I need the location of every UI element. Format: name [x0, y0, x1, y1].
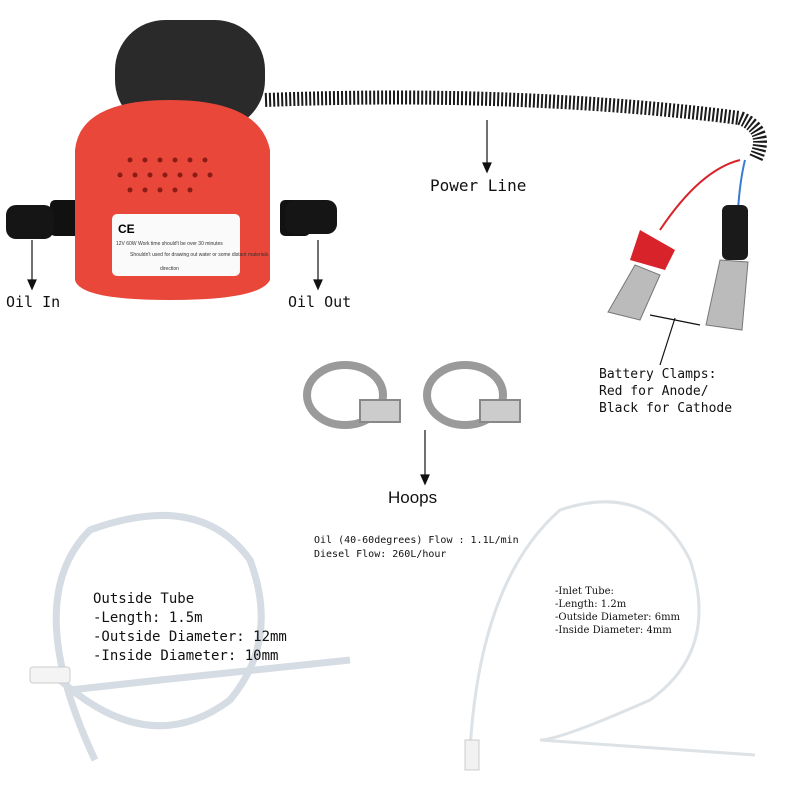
spec-line: Outside Tube — [93, 591, 195, 607]
spec-line: -Outside Diameter: 12mm — [93, 629, 287, 645]
outside-tube — [52, 511, 351, 762]
inlet-tube — [468, 500, 756, 757]
flow-spec: Oil (40-60degrees) Flow : 1.1L/min Diese… — [314, 534, 519, 562]
annotation-arrows — [27, 120, 701, 486]
outside-tube-spec: Outside Tube -Length: 1.5m -Outside Diam… — [93, 590, 287, 666]
power-cord — [264, 90, 767, 164]
diesel-flow: Diesel Flow: 260L/hour — [314, 549, 447, 560]
ce-mark: CE — [118, 222, 135, 236]
oil-in-label: Oil In — [6, 293, 61, 311]
spec-line: -Outside Diameter: 6mm — [555, 612, 681, 623]
red-battery-clamp — [607, 230, 675, 321]
spec-line: -Inside Diameter: 4mm — [555, 625, 672, 636]
battery-clamps-line: Black for Cathode — [599, 401, 733, 416]
tube-nozzle — [29, 666, 71, 684]
spec-line: -Inside Diameter: 10mm — [93, 648, 279, 664]
hose-clamps — [303, 361, 521, 429]
pump-direction: direction — [160, 266, 179, 272]
oil-out-label: Oil Out — [288, 293, 352, 311]
spec-line: -Inlet Tube: — [555, 586, 614, 597]
inlet-nozzle — [464, 739, 480, 771]
inlet-tube-spec: -Inlet Tube: -Length: 1.2m -Outside Diam… — [555, 585, 680, 637]
pump-label-sticker — [112, 214, 240, 276]
oil-flow: Oil (40-60degrees) Flow : 1.1L/min — [314, 535, 519, 546]
pump-spec: 12V 60W Work time should't be over 30 mi… — [116, 241, 223, 247]
battery-clamps-line: Red for Anode/ — [599, 384, 709, 399]
battery-clamps-line: Battery Clamps: — [599, 367, 717, 382]
oil-pump: CE 12V 60W Work time should't be over 30… — [6, 20, 337, 300]
oil-in-port — [50, 200, 80, 236]
power-line-label: Power Line — [430, 176, 527, 195]
pump-warning: Shouldn't used for drawing out water or … — [130, 252, 269, 258]
battery-clamps-label: Battery Clamps: Red for Anode/ Black for… — [599, 366, 732, 417]
black-battery-clamp — [705, 205, 749, 331]
hoops-label: Hoops — [388, 488, 438, 507]
spec-line: -Length: 1.2m — [555, 599, 627, 610]
spec-line: -Length: 1.5m — [93, 610, 203, 626]
